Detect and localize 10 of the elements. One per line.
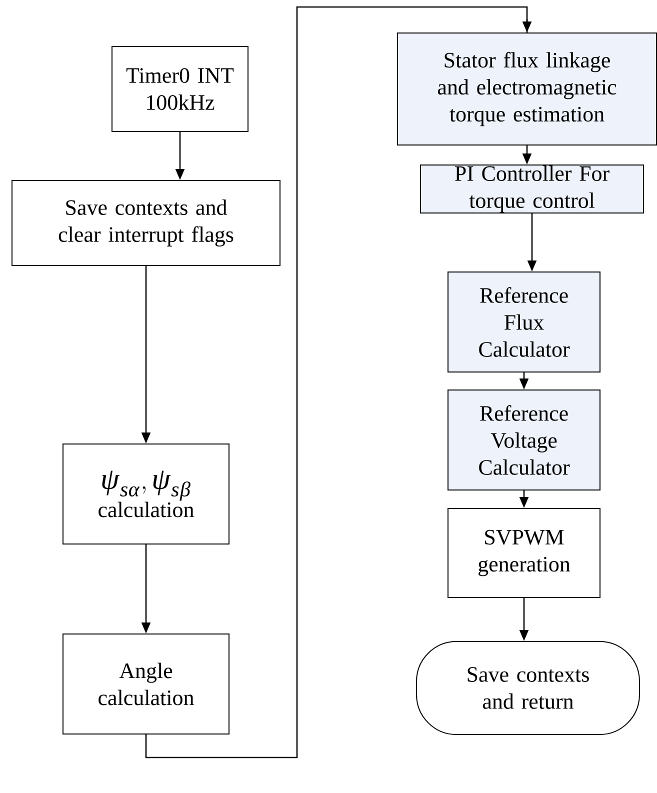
process-box: Timer0 INT 100kHz [112,46,248,132]
process-box: PI Controller For torque control [420,164,644,214]
process-box: Reference Flux Calculator [448,272,600,372]
process-box: Save contexts and clear interrupt flags [12,180,280,266]
process-box: $\psi_{s\alpha},\psi_{s\beta}$ calculation [62,444,230,544]
process-box: Stator flux linkage and electromagnetic torque estimation [397,32,657,146]
process-box: SVPWM generation [448,508,600,598]
process-box: Angle calculation [62,634,230,734]
terminal-box: Save contexts and return [416,641,640,735]
process-box: Reference Voltage Calculator [448,390,600,490]
